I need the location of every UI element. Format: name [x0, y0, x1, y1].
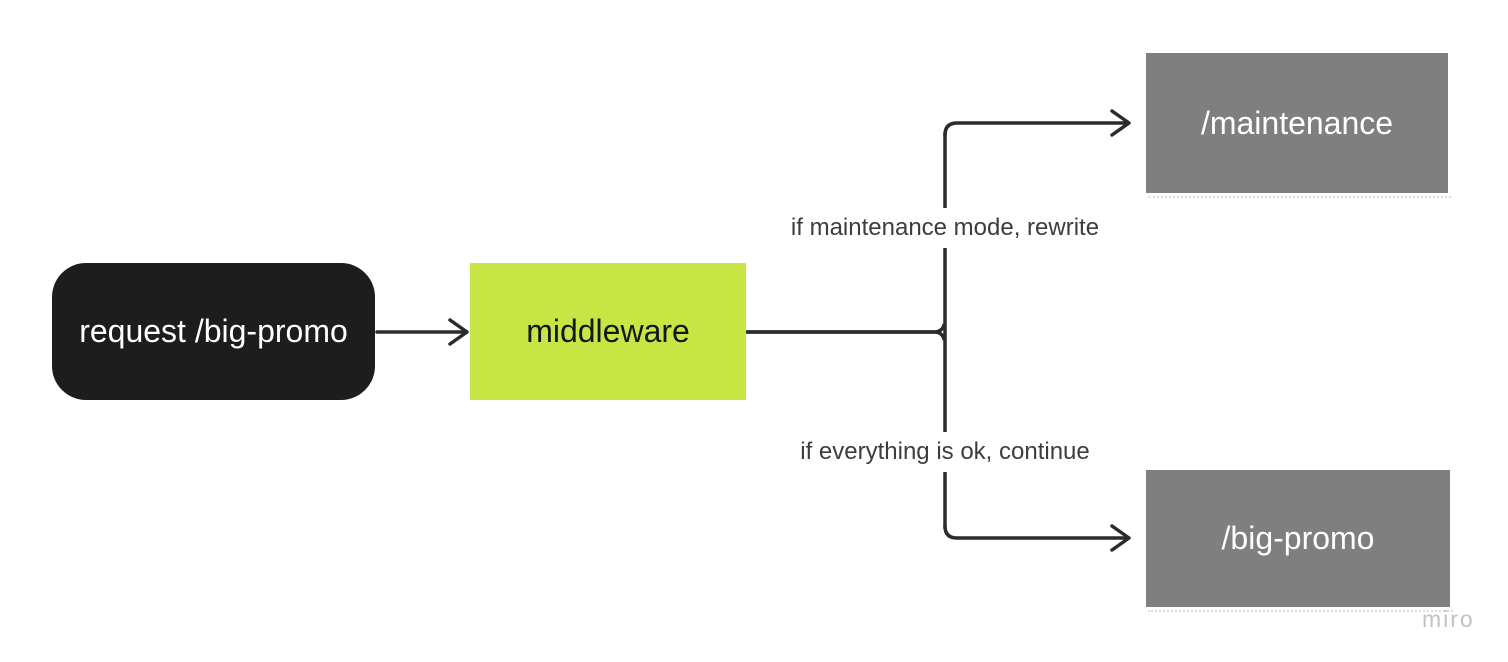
node-middleware-label: middleware — [526, 313, 690, 349]
node-request-label: request /big-promo — [79, 313, 348, 349]
node-middleware[interactable]: middleware — [470, 263, 746, 400]
node-request[interactable]: request /big-promo — [52, 263, 375, 400]
connector-branch-maintenance — [943, 109, 1131, 137]
node-bigpromo[interactable]: /big-promo — [1146, 470, 1453, 612]
node-bigpromo-label: /big-promo — [1221, 520, 1375, 556]
connector-request-middleware — [375, 318, 469, 346]
edge-label-maintenance[interactable]: if maintenance mode, rewrite — [782, 208, 1108, 248]
miro-watermark: miro — [1422, 606, 1475, 632]
edge-label-continue[interactable]: if everything is ok, continue — [792, 432, 1098, 472]
node-maintenance[interactable]: /maintenance — [1146, 53, 1451, 198]
connector-branch-bigpromo — [943, 524, 1131, 552]
node-maintenance-label: /maintenance — [1200, 104, 1394, 141]
